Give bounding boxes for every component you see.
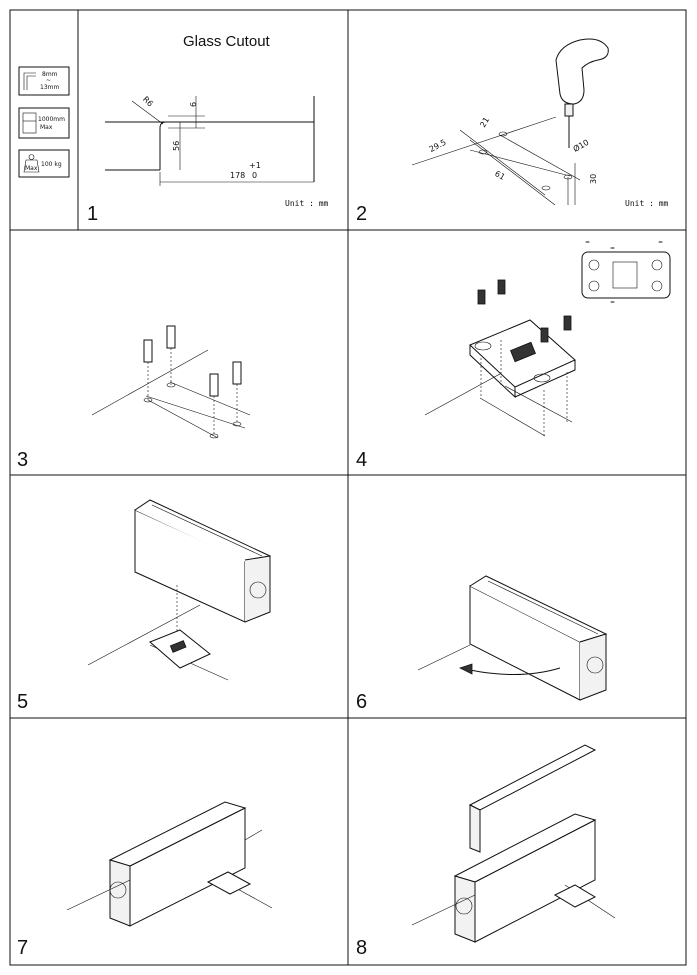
weight-value: 100 kg <box>41 161 62 168</box>
panel-7: 7 <box>17 801 273 959</box>
patch-fitting <box>134 499 272 623</box>
anchor-set <box>143 325 242 439</box>
plate-inset-detail: = = = = <box>581 239 671 306</box>
door-width-value: 1000mm <box>38 116 65 123</box>
glass-thickness-spec: 8mm ~ 13mm <box>18 66 70 96</box>
rotation-arrow <box>469 667 561 675</box>
panel-number-3: 3 <box>17 449 28 471</box>
dim-6: 6 <box>189 102 198 107</box>
dim-56: 56 <box>172 141 181 151</box>
panel-6: 6 <box>356 575 608 713</box>
cover-plate <box>468 744 597 853</box>
panel-number-6: 6 <box>356 691 367 713</box>
dim-61: 61 <box>493 169 506 182</box>
panel-number-5: 5 <box>17 691 28 713</box>
panel-number-2: 2 <box>356 203 367 225</box>
drill-pattern <box>411 116 581 206</box>
panel-number-7: 7 <box>17 937 28 959</box>
plate-screws <box>477 279 572 436</box>
eq-mark-1: = <box>585 239 590 246</box>
panel-number-8: 8 <box>356 937 367 959</box>
panel-number-1: 1 <box>87 203 98 225</box>
patch-fitting-8 <box>453 813 597 943</box>
eq-mark-2: = <box>658 239 663 246</box>
glass-thickness-max: 13mm <box>40 84 59 91</box>
unit-label-2: Unit : mm <box>625 199 669 208</box>
base-plate <box>469 319 576 399</box>
panel-5: 5 <box>17 499 272 713</box>
glass-cutout-drawing: R6 6 56 +1 178 0 <box>105 95 315 186</box>
weight-prefix: Max <box>25 165 38 172</box>
drill-icon <box>555 38 609 148</box>
unit-label-1: Unit : mm <box>285 199 329 208</box>
base-plate-5 <box>149 629 211 669</box>
panel-3: 3 <box>17 325 251 471</box>
panel-number-4: 4 <box>356 449 367 471</box>
glass-thickness-sep: ~ <box>46 77 51 84</box>
eq-mark-3: = <box>610 245 615 252</box>
panel-grid <box>9 9 687 966</box>
glass-cutout-title: Glass Cutout <box>183 33 271 50</box>
door-width-spec: 1000mm Max <box>18 107 70 139</box>
glass-thickness-min: 8mm <box>42 71 58 78</box>
panel-1: 8mm ~ 13mm 1000mm Max Max 100 kg Glass C… <box>18 33 329 225</box>
panel-4: = = = = 4 <box>356 239 671 471</box>
base-plate-8 <box>553 884 597 908</box>
dim-21: 21 <box>478 116 491 129</box>
cutout-length: 178 <box>230 171 245 180</box>
patch-fitting-6 <box>469 575 608 701</box>
panel-2: 21 29.5 61 Ø10 30 Unit : mm 2 <box>356 38 669 225</box>
tol-zero: 0 <box>252 171 257 180</box>
dim-phi10: Ø10 <box>571 137 590 154</box>
dim-30: 30 <box>589 174 598 184</box>
base-plate-7 <box>206 871 252 895</box>
eq-mark-4: = <box>610 299 615 306</box>
tol-plus: +1 <box>249 161 261 170</box>
radius-label: R6 <box>141 95 155 109</box>
panel-8: 8 <box>356 744 616 959</box>
door-width-suffix: Max <box>40 124 53 131</box>
patch-fitting-7 <box>108 801 247 927</box>
max-weight-spec: Max 100 kg <box>18 149 70 178</box>
dim-29-5: 29.5 <box>428 138 448 154</box>
